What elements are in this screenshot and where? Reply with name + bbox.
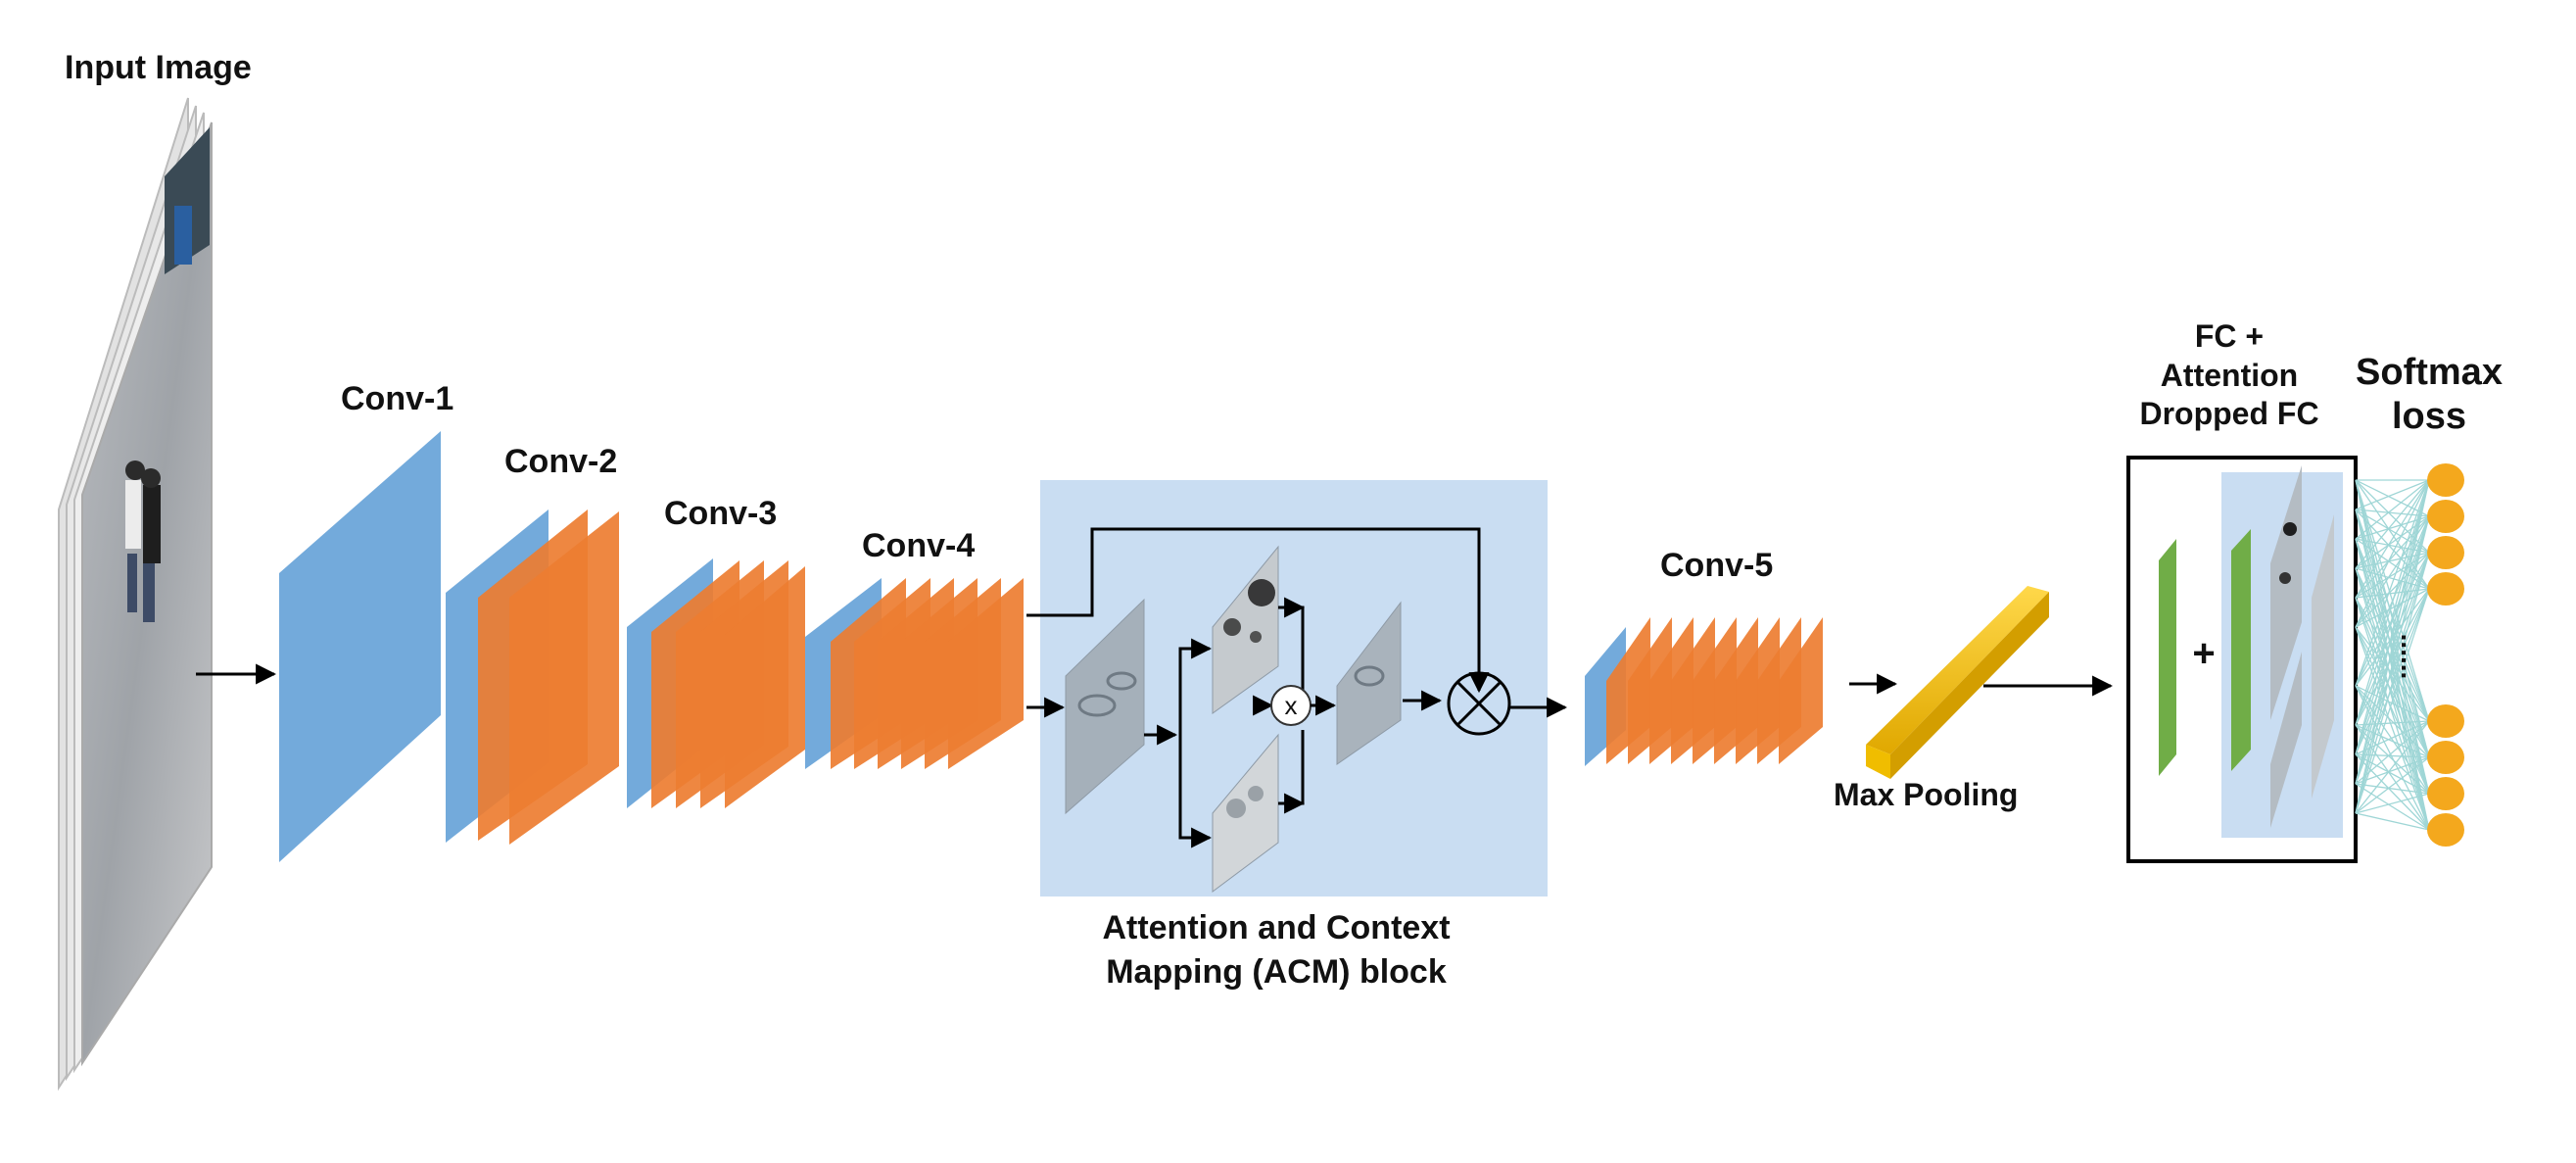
acm-label-line2: Mapping (ACM) block	[1106, 953, 1447, 991]
softmax-connection-line	[2355, 479, 2430, 628]
softmax-connection-line	[2355, 567, 2430, 722]
conv2-label: Conv-2	[504, 443, 617, 480]
softmax-connection-line	[2355, 567, 2430, 831]
softmax-node	[2427, 463, 2464, 497]
softmax-connection-line	[2355, 509, 2430, 831]
acm-feature-map-input	[1065, 598, 1145, 815]
softmax-connection-line	[2355, 509, 2430, 590]
max-pooling-label: Max Pooling	[1834, 777, 2018, 812]
softmax-ellipsis: ......	[2396, 634, 2426, 680]
softmax-connection-line	[2355, 479, 2430, 722]
softmax-node	[2427, 500, 2464, 533]
conv5-block: Conv-5	[1585, 547, 1823, 766]
dropped-attention-map-2	[2270, 652, 2302, 828]
softmax-connection-line	[2355, 567, 2430, 590]
softmax-connection-line	[2355, 509, 2430, 758]
arrow-skip-top	[1026, 527, 1490, 694]
softmax-node	[2427, 572, 2464, 606]
softmax-connection-line	[2355, 597, 2430, 722]
conv5-feature-layer	[1779, 617, 1823, 764]
softmax-nodes	[2427, 463, 2464, 847]
conv3-block: Conv-3	[627, 495, 805, 808]
attention-dropped-fc-bar	[2231, 529, 2251, 771]
softmax-connection-line	[2355, 509, 2430, 722]
max-pooling-block: Max Pooling	[1834, 586, 2049, 812]
softmax-connection-line	[2355, 479, 2430, 510]
softmax-node	[2427, 777, 2464, 810]
fc-label-line3: Dropped FC	[2139, 396, 2318, 431]
softmax-connection-line	[2355, 597, 2430, 795]
softmax-connection-line	[2355, 626, 2430, 758]
conv5-label: Conv-5	[1660, 547, 1773, 584]
softmax-connection-line	[2355, 538, 2430, 758]
softmax-node	[2427, 813, 2464, 847]
fc-label-line1: FC +	[2195, 318, 2264, 354]
softmax-connection-line	[2355, 509, 2430, 554]
softmax-connection-line	[2355, 812, 2430, 831]
softmax-connection-line	[2355, 479, 2430, 795]
softmax-node	[2427, 536, 2464, 569]
conv3-label: Conv-3	[664, 495, 777, 532]
softmax-connections	[2355, 479, 2430, 831]
softmax-connection-line	[2355, 479, 2430, 687]
multiply-circle-icon	[1447, 671, 1511, 736]
softmax-connection-line	[2355, 479, 2430, 569]
softmax-connection-line	[2355, 597, 2430, 831]
softmax-connection-line	[2355, 597, 2430, 758]
softmax-connection-line	[2355, 515, 2430, 599]
softmax-connection-line	[2355, 509, 2430, 517]
conv1-block: Conv-1	[279, 380, 453, 862]
softmax-connection-line	[2355, 552, 2430, 599]
conv1-label: Conv-1	[341, 380, 453, 417]
softmax-connection-line	[2355, 783, 2430, 831]
softmax-connection-line	[2355, 538, 2430, 831]
softmax-connection-line	[2355, 515, 2430, 628]
softmax-connection-line	[2355, 538, 2430, 795]
softmax-connection-line	[2355, 538, 2430, 590]
fc-label-line2: Attention	[2161, 358, 2298, 393]
softmax-connection-line	[2355, 753, 2430, 831]
dropped-attention-map-3	[2312, 514, 2334, 799]
softmax-node	[2427, 741, 2464, 774]
softmax-connection-line	[2355, 588, 2430, 628]
softmax-connection-line	[2355, 626, 2430, 722]
softmax-connection-line	[2355, 479, 2430, 540]
softmax-connection-line	[2355, 479, 2430, 554]
multiply-small-label: x	[1285, 691, 1298, 720]
acm-context-map	[1212, 733, 1279, 893]
softmax-label-line2: loss	[2392, 396, 2466, 437]
conv4-label: Conv-4	[862, 527, 975, 564]
softmax-connection-line	[2355, 479, 2430, 517]
softmax-connection-line	[2355, 724, 2430, 831]
softmax-connection-line	[2355, 515, 2430, 569]
softmax-connection-line	[2355, 685, 2430, 831]
softmax-connection-line	[2355, 479, 2430, 758]
input-image-stack: Input Image	[58, 49, 252, 1091]
softmax-connection-line	[2355, 479, 2430, 599]
softmax-connection-line	[2355, 538, 2430, 722]
softmax-connection-line	[2355, 479, 2430, 590]
conv4-block: Conv-4	[805, 527, 1024, 769]
softmax-connection-line	[2355, 552, 2430, 628]
multiply-small-icon: x	[1270, 685, 1312, 726]
acm-block: x Attention and Context Mapping (ACM) bl…	[1026, 480, 1548, 991]
plus-label: +	[2192, 632, 2215, 675]
acm-label-line1: Attention and Context	[1102, 909, 1450, 946]
softmax-node	[2427, 704, 2464, 738]
softmax-connection-line	[2355, 588, 2430, 599]
softmax-connection-line	[2355, 567, 2430, 758]
conv2-block: Conv-2	[446, 443, 619, 845]
softmax-block: Softmax loss ......	[2355, 352, 2503, 847]
softmax-connection-line	[2355, 626, 2430, 831]
softmax-connection-line	[2355, 567, 2430, 795]
pedestrian-figure	[125, 480, 141, 549]
input-image-label: Input Image	[65, 49, 252, 86]
fc-block: FC + Attention Dropped FC +	[2126, 318, 2358, 863]
softmax-connection-line	[2355, 479, 2430, 831]
softmax-connection-line	[2355, 509, 2430, 795]
softmax-connection-line	[2355, 626, 2430, 795]
fc-bar	[2159, 539, 2176, 776]
softmax-label-line1: Softmax	[2356, 352, 2503, 393]
